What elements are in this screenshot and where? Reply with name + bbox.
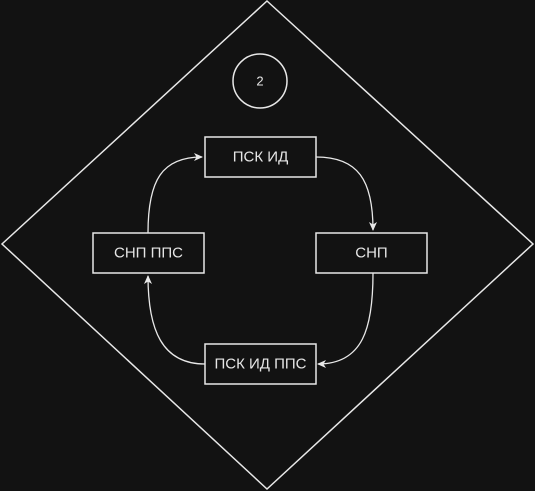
node-top-label: ПСК ИД <box>233 149 288 166</box>
edge-top-to-right <box>315 156 377 231</box>
edge-left-to-top <box>147 153 203 234</box>
edge-right-to-bottom <box>317 272 374 368</box>
step-badge-label: 2 <box>256 74 263 89</box>
node-right-label: СНП <box>355 245 387 262</box>
step-badge-circle <box>232 53 288 109</box>
edge-bottom-to-left <box>144 275 206 365</box>
node-bottom-label: ПСК ИД ППС <box>214 356 306 373</box>
node-right-box[interactable] <box>315 232 428 274</box>
node-left-label: СНП ППС <box>114 245 183 262</box>
